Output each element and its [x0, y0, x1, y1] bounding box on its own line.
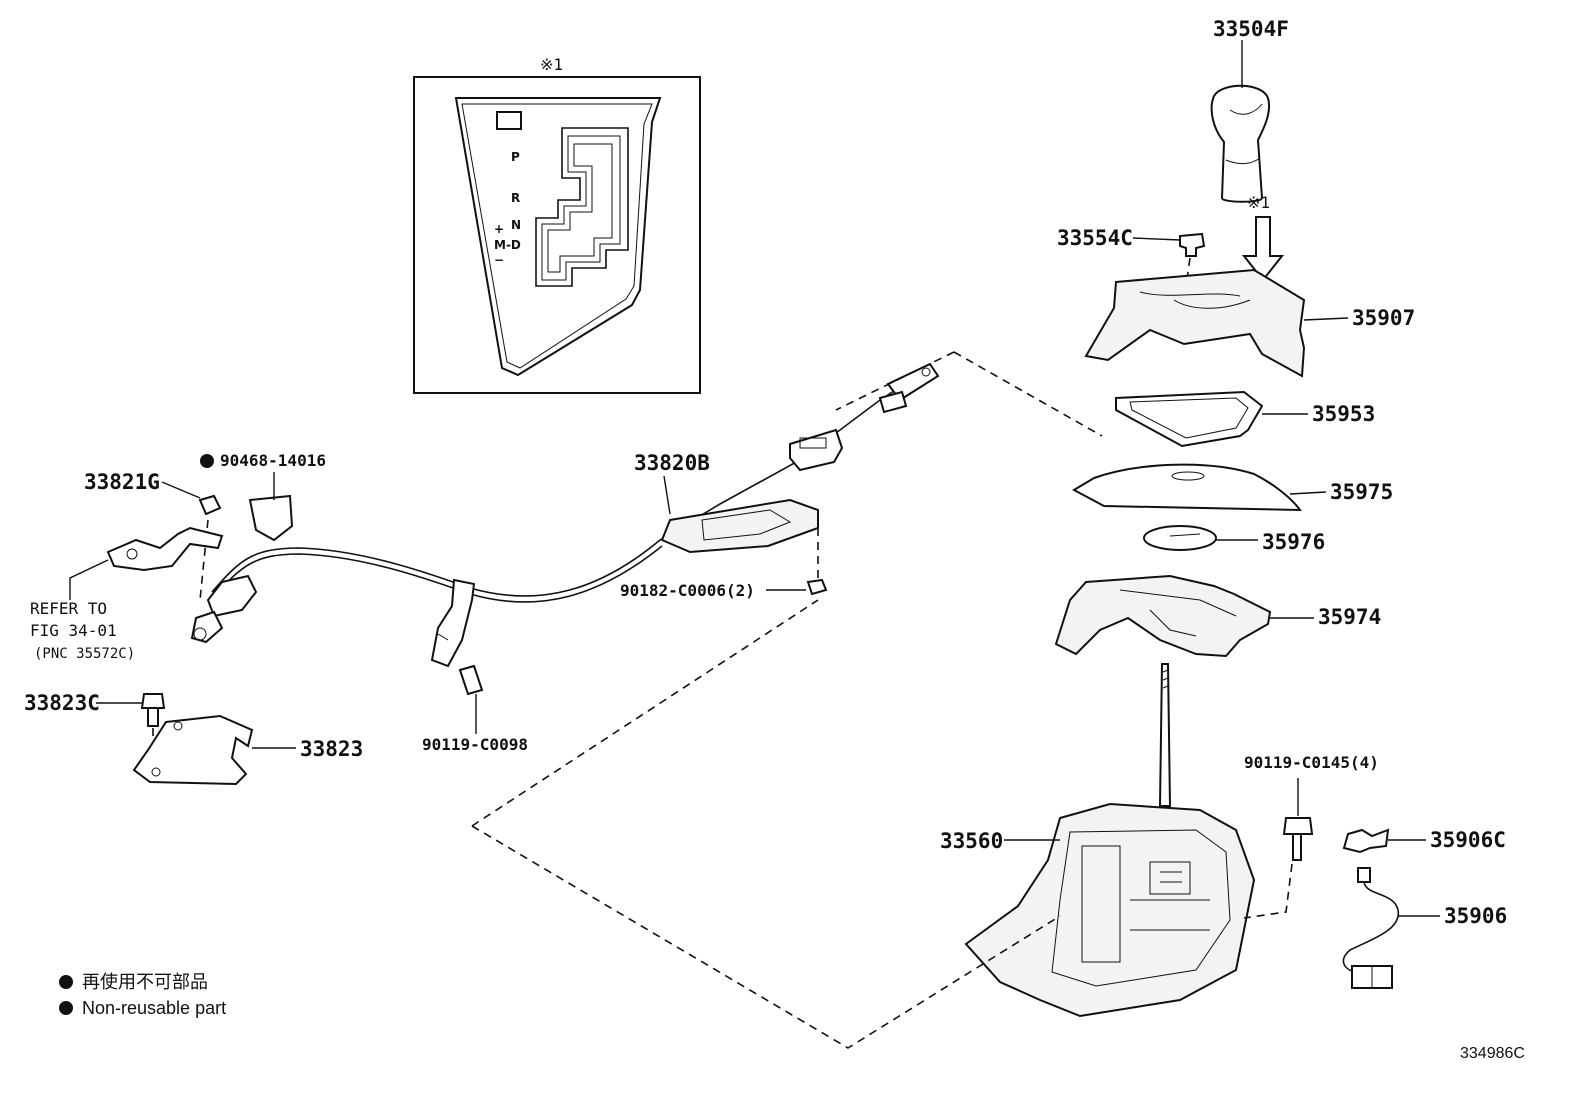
figure-code: 334986C: [1460, 1045, 1525, 1062]
label-33823: 33823: [300, 737, 363, 761]
arrow-marker: ※1: [1247, 193, 1270, 212]
shift-lever-rod: [1158, 663, 1172, 807]
label-33560: 33560: [940, 829, 1003, 853]
gate-label-minus: −: [494, 253, 504, 267]
label-35975: 35975: [1330, 480, 1393, 504]
legend-english: Non-reusable part: [82, 998, 226, 1018]
label-33821G: 33821G: [84, 470, 160, 494]
part-33554C-clip: 33554C: [1057, 226, 1206, 301]
part-33821G-nut: 33821G: [84, 470, 222, 601]
reference-line-3: (PNC 35572C): [34, 646, 135, 662]
reference-note: REFER TO FIG 34-01 (PNC 35572C): [30, 599, 135, 662]
part-33823-bracket: 33823: [132, 714, 363, 786]
gate-label-p: P: [511, 150, 520, 164]
cable-bracket: [430, 578, 476, 668]
label-33823C: 33823C: [24, 691, 100, 715]
legend-dot-jp: [59, 975, 73, 989]
shift-gate-inset: ※1 P R N + M-D −: [413, 55, 701, 394]
part-35953-gasket: 35953: [1115, 390, 1375, 448]
label-35974: 35974: [1318, 605, 1381, 629]
part-35906-harness: 35906: [1342, 867, 1507, 989]
part-33504F-shift-knob: 33504F: [1210, 17, 1289, 203]
non-reusable-dot: [200, 454, 214, 468]
label-35976: 35976: [1262, 530, 1325, 554]
label-33820B: 33820B: [634, 451, 710, 475]
part-33823C-bolt: 33823C: [24, 691, 166, 774]
label-35953: 35953: [1312, 402, 1375, 426]
label-35906: 35906: [1444, 904, 1507, 928]
label-90119-C0098: 90119-C0098: [422, 735, 528, 754]
gate-label-plus: +: [494, 222, 504, 236]
gate-label-r: R: [511, 191, 520, 205]
label-90468-14016: 90468-14016: [220, 451, 326, 470]
assembly-boundary-top: [471, 351, 955, 827]
part-33560-shift-lever-assembly: 33560: [940, 802, 1256, 1018]
part-35976-plate: 35976: [1143, 525, 1325, 554]
assembly-boundary: [471, 351, 1103, 1049]
legend-dot-en: [59, 1001, 73, 1015]
part-90119-C0098-bolt: 90119-C0098: [422, 664, 528, 754]
inset-marker: ※1: [540, 55, 563, 74]
cable-end-fitting: [190, 574, 258, 644]
label-90182-C0006: 90182-C0006(2): [620, 581, 755, 600]
gate-label-md: M-D: [494, 238, 521, 252]
part-35974-housing: 35974: [1054, 574, 1381, 658]
reference-line-2: FIG 34-01: [30, 621, 117, 640]
label-33504F: 33504F: [1213, 17, 1289, 41]
part-33820B-cable: 33820B: [211, 362, 940, 603]
install-arrow: ※1: [1241, 193, 1285, 282]
legend-japanese: 再使用不可部品: [82, 972, 208, 992]
part-35906C-clip: 35906C: [1342, 828, 1506, 854]
part-90182-C0006-nut: 90182-C0006(2): [620, 528, 828, 600]
legend: 再使用不可部品 Non-reusable part: [59, 972, 226, 1018]
part-90468-14016-clip: 90468-14016: [200, 451, 326, 542]
gate-label-n: N: [511, 218, 521, 232]
part-35907-console-panel: 35907: [1084, 268, 1415, 378]
label-33554C: 33554C: [1057, 226, 1133, 250]
part-35975-dust-cover: 35975: [1071, 463, 1393, 512]
label-35907: 35907: [1352, 306, 1415, 330]
reference-line-1: REFER TO: [30, 599, 107, 618]
transmission-control-lever: [69, 526, 224, 600]
part-90119-C0145-bolt: 90119-C0145(4): [1243, 753, 1379, 919]
label-90119-C0145: 90119-C0145(4): [1244, 753, 1379, 772]
label-35906C: 35906C: [1430, 828, 1506, 852]
